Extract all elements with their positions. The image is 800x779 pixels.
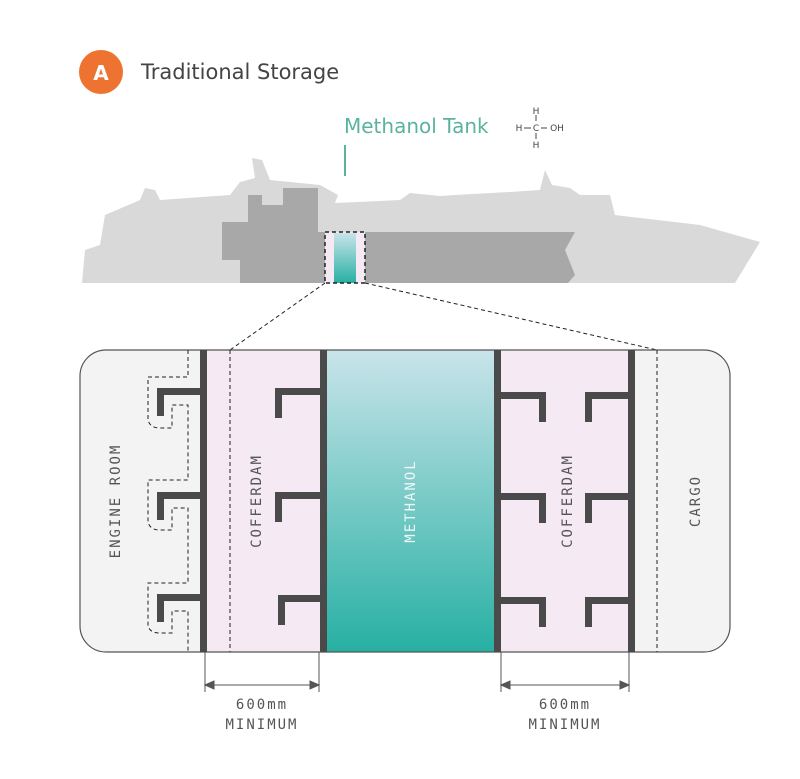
- projection-line-right: [364, 282, 658, 351]
- engine-room-label: ENGINE ROOM: [108, 444, 124, 559]
- methanol-formula: H H C OH H: [516, 107, 564, 151]
- page-title: Traditional Storage: [140, 60, 339, 84]
- dimension-left-value: 600mm: [236, 697, 288, 713]
- dimension-right: [499, 652, 631, 692]
- projection-line-left: [229, 282, 326, 351]
- methanol-area: [327, 350, 494, 652]
- dimension-left-note: MINIMUM: [225, 717, 298, 733]
- svg-text:H: H: [533, 107, 540, 117]
- ship-methanol-tank: [334, 233, 356, 283]
- methanol-label: METHANOL: [403, 459, 419, 542]
- svg-text:C: C: [533, 124, 539, 134]
- ship-silhouette: [82, 158, 760, 284]
- section-badge: [79, 50, 123, 94]
- svg-text:H: H: [533, 141, 540, 151]
- cargo-label: CARGO: [688, 475, 704, 527]
- cofferdam-right-label: COFFERDAM: [560, 454, 576, 548]
- stiffeners: [157, 388, 628, 627]
- bulkheads: [200, 350, 635, 652]
- dimension-right-note: MINIMUM: [528, 717, 601, 733]
- dimension-left: [203, 652, 321, 692]
- svg-text:OH: OH: [550, 124, 564, 134]
- dimension-right-value: 600mm: [539, 697, 591, 713]
- svg-text:H: H: [516, 124, 523, 134]
- badge-letter: A: [93, 61, 109, 85]
- tank-label: Methanol Tank: [344, 114, 489, 138]
- cofferdam-left-label: COFFERDAM: [249, 454, 265, 548]
